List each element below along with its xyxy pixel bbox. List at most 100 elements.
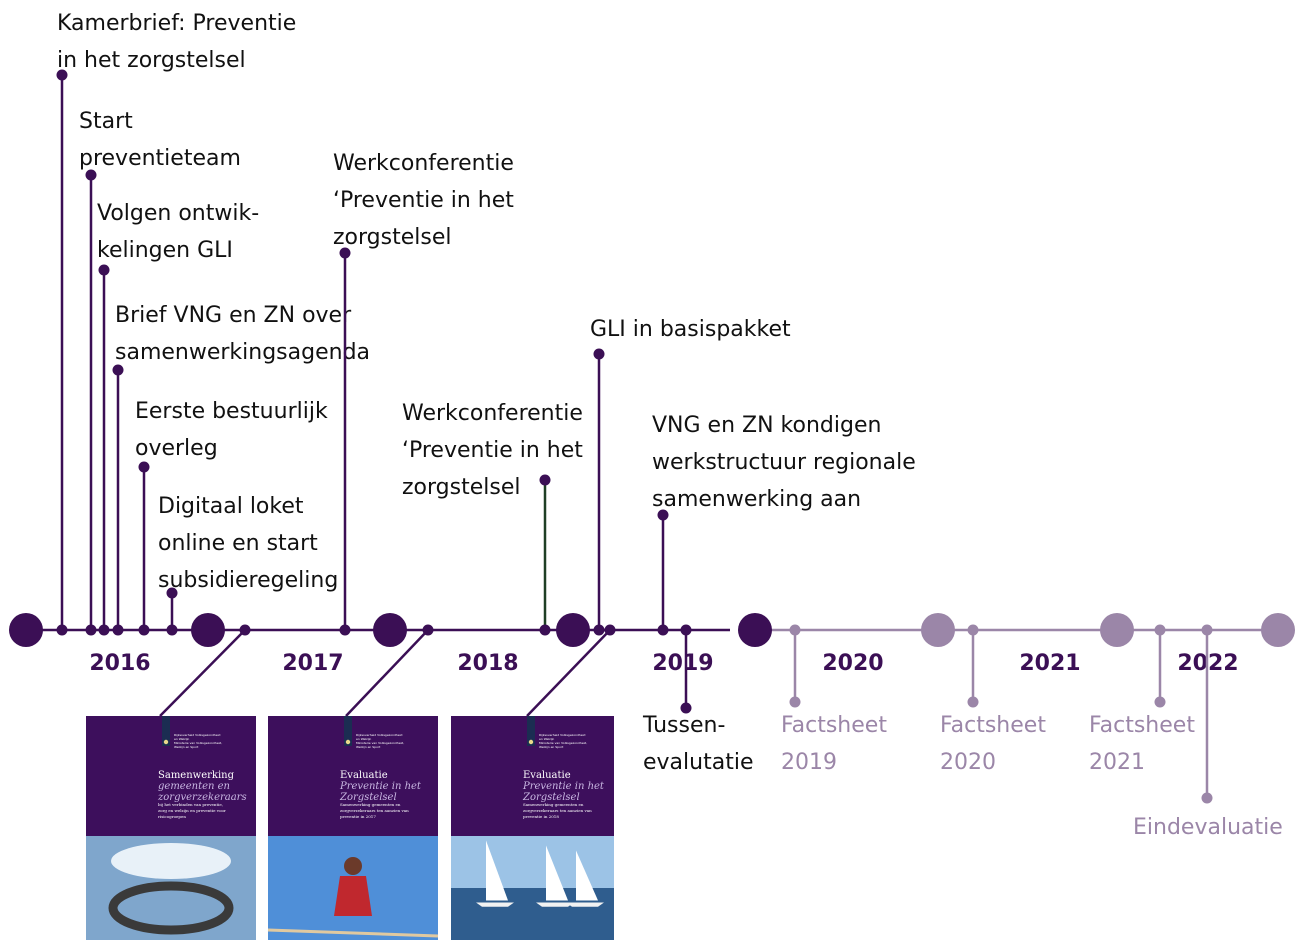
cover-connector-dot-2 xyxy=(604,624,616,636)
cover-photo-cloud xyxy=(111,843,231,879)
cover-photo-sky xyxy=(451,836,614,888)
cover-photo-rope xyxy=(267,928,439,938)
event-axis-dot-10 xyxy=(680,624,692,636)
event-label-line: samenwerkingsagenda xyxy=(115,340,370,365)
cover-body-text: preventie in 2017 xyxy=(340,814,376,819)
cover-photo-hull-2 xyxy=(566,902,604,907)
event-label-line: Werkconferentie xyxy=(333,151,514,176)
cover-subtitle: Zorgstelsel xyxy=(339,792,397,803)
event-axis-dot-14 xyxy=(1201,624,1213,636)
event-label-line: subsidieregeling xyxy=(158,568,338,593)
event-label-line: Eindevaluatie xyxy=(1133,815,1283,840)
cover-logo-emblem xyxy=(345,739,351,745)
event-dot-8 xyxy=(593,348,605,360)
event-label-line: Eerste bestuurlijk xyxy=(135,399,328,424)
event-dot-13 xyxy=(1154,696,1166,708)
event-label-8: GLI in basispakket xyxy=(590,317,791,342)
event-axis-dot-6 xyxy=(339,624,351,636)
event-dot-1 xyxy=(85,169,97,181)
cover-photo-person-dress xyxy=(334,876,372,916)
cover-logo-emblem xyxy=(528,739,534,745)
cover-body-text: preventie in 2018 xyxy=(523,814,559,819)
cover-subtitle: Zorgstelsel xyxy=(522,792,580,803)
year-boundary-circle-1 xyxy=(191,613,225,647)
event-label-3: Brief VNG en ZN over samenwerkingsagenda xyxy=(115,303,370,365)
year-boundary-circle-5 xyxy=(921,613,955,647)
event-dot-7 xyxy=(539,474,551,486)
cover-subtitle: zorgverzekeraars xyxy=(157,792,247,803)
cover-subtitle: Preventie in het xyxy=(522,781,605,792)
cover-org-text: Ministerie van Volksgezondheid, xyxy=(539,741,587,745)
event-axis-dot-9 xyxy=(657,624,669,636)
event-label-line: preventieteam xyxy=(79,146,241,171)
cover-org-text: Ministerie van Volksgezondheid, xyxy=(356,741,404,745)
cover-title: Evaluatie xyxy=(523,770,571,781)
event-axis-dot-11 xyxy=(789,624,801,636)
event-label-line: GLI in basispakket xyxy=(590,317,791,342)
cover-connector-2 xyxy=(526,629,611,717)
event-dot-11 xyxy=(789,696,801,708)
event-label-line: VNG en ZN kondigen xyxy=(652,413,881,438)
event-dot-9 xyxy=(657,509,669,521)
event-dot-2 xyxy=(98,264,110,276)
cover-org-text: Rijksoverheid Volksgezondheid xyxy=(539,733,585,737)
event-label-14: Eindevaluatie xyxy=(1133,815,1283,840)
event-label-line: samenwerking aan xyxy=(652,487,861,512)
event-label-line: ‘Preventie in het xyxy=(333,188,514,213)
event-label-line: Factsheet xyxy=(781,713,887,738)
event-label-line: overleg xyxy=(135,436,218,461)
event-dot-0 xyxy=(56,69,68,81)
cover-photo-hull-1 xyxy=(536,902,574,907)
cover-photo-sail-1 xyxy=(546,845,568,901)
cover-photo-sail-0 xyxy=(486,840,508,901)
cover-org-text: Ministerie van Volksgezondheid, xyxy=(174,741,222,745)
cover-subtitle: Preventie in het xyxy=(339,781,422,792)
event-label-line: Werkconferentie xyxy=(402,401,583,426)
year-label-2020: 2020 xyxy=(822,651,883,676)
event-label-line: Brief VNG en ZN over xyxy=(115,303,352,328)
cover-body-text: Samenwerking gemeenten en xyxy=(340,802,401,807)
year-label-2019: 2019 xyxy=(652,651,713,676)
cover-body-text: bij het verbinden van preventie, xyxy=(158,802,223,807)
event-axis-dot-0 xyxy=(56,624,68,636)
cover-logo-strip xyxy=(344,716,352,746)
event-label-line: ‘Preventie in het xyxy=(402,438,583,463)
cover-title: Evaluatie xyxy=(340,770,388,781)
event-label-line: 2020 xyxy=(940,750,996,775)
cover-body-text: zorgverzekeraars ten aanzien van xyxy=(523,808,592,813)
event-dot-5 xyxy=(166,587,178,599)
event-label-line: kelingen GLI xyxy=(97,238,233,263)
cover-logo-strip xyxy=(162,716,170,746)
event-dot-14 xyxy=(1201,792,1213,804)
event-dot-10 xyxy=(680,702,692,714)
event-axis-dot-1 xyxy=(85,624,97,636)
event-label-line: Factsheet xyxy=(940,713,1046,738)
cover-org-text: en Welzijn xyxy=(356,737,371,741)
event-label-line: online en start xyxy=(158,531,318,556)
year-boundary-circle-3 xyxy=(556,613,590,647)
event-label-line: werkstructuur regionale xyxy=(652,450,916,475)
year-label-2021: 2021 xyxy=(1019,651,1080,676)
cover-org-text: Welzijn en Sport xyxy=(174,745,199,749)
event-label-9: VNG en ZN kondigen werkstructuur regional… xyxy=(652,413,916,512)
event-axis-dot-8 xyxy=(593,624,605,636)
event-label-line: 2021 xyxy=(1089,750,1145,775)
cover-body-text: zorg en welzijn en preventie voor xyxy=(158,808,226,813)
event-label-line: Tussen- xyxy=(642,713,725,738)
event-label-line: zorgstelsel xyxy=(333,225,451,250)
year-label-2016: 2016 xyxy=(89,651,150,676)
event-axis-dot-4 xyxy=(138,624,150,636)
cover-connector-0 xyxy=(159,629,246,717)
event-label-2: Volgen ontwik-kelingen GLI xyxy=(97,201,259,263)
cover-body-text: zorgverzekeraars ten aanzien van xyxy=(340,808,409,813)
cover-logo-emblem xyxy=(163,739,169,745)
event-dot-4 xyxy=(138,461,150,473)
